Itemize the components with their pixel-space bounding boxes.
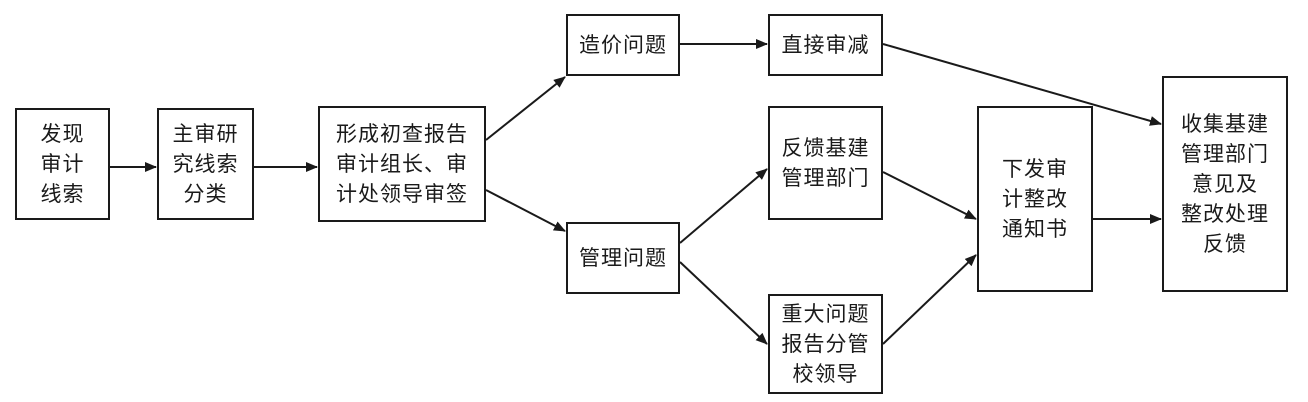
arrow-mgmt-issue-to-feedback-dept xyxy=(679,168,768,244)
node-discover-clues: 发现 审计 线索 xyxy=(15,108,110,220)
node-initial-report: 形成初查报告 审计组长、审 计处领导审签 xyxy=(318,106,486,222)
arrow-major-issue-to-notice xyxy=(882,254,977,345)
node-direct-cut: 直接审减 xyxy=(768,14,883,76)
arrow-report-to-mgmt-issue xyxy=(485,189,566,232)
node-collect-feedback: 收集基建 管理部门 意见及 整改处理 反馈 xyxy=(1162,76,1288,292)
node-rectification-notice: 下发审 计整改 通知书 xyxy=(977,106,1093,292)
arrow-feedback-dept-to-notice xyxy=(882,171,977,220)
arrow-mgmt-issue-to-major-issue xyxy=(679,261,768,345)
node-mgmt-issue: 管理问题 xyxy=(566,222,680,294)
node-classify-clues: 主审研 究线索 分类 xyxy=(157,108,254,220)
node-feedback-dept: 反馈基建 管理部门 xyxy=(768,106,883,220)
arrow-direct-cut-to-collect xyxy=(882,43,1162,126)
arrow-report-to-cost-issue xyxy=(485,76,566,141)
node-cost-issue: 造价问题 xyxy=(566,14,680,76)
node-major-issue: 重大问题 报告分管 校领导 xyxy=(768,294,883,394)
